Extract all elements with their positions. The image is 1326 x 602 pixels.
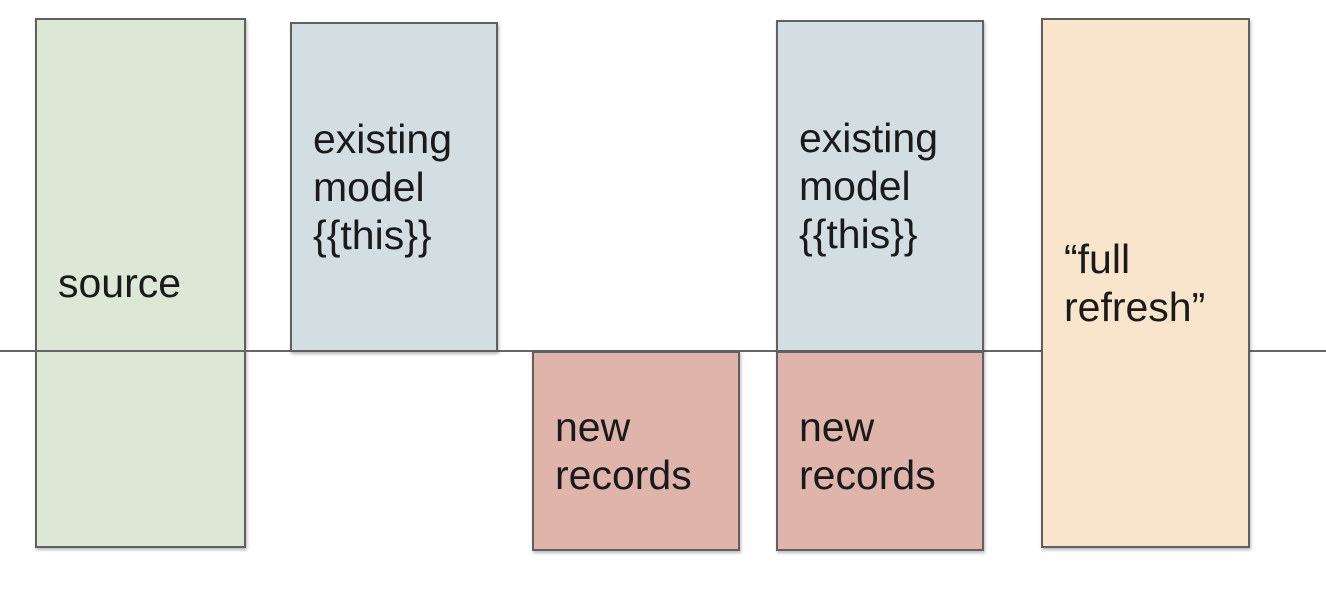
- existing-model-box-2: existing model {{this}}: [776, 20, 984, 352]
- new-records-label-2: new records: [799, 404, 936, 498]
- source-box: source: [35, 18, 246, 548]
- existing-model-box-1: existing model {{this}}: [290, 22, 498, 352]
- new-records-box-2: new records: [776, 351, 984, 551]
- full-refresh-label: “full refresh”: [1064, 236, 1206, 330]
- full-refresh-box: “full refresh”: [1041, 18, 1250, 548]
- existing-model-label-1: existing model {{this}}: [313, 116, 453, 258]
- source-label: source: [58, 260, 182, 306]
- existing-model-label-2: existing model {{this}}: [799, 115, 939, 257]
- new-records-label-1: new records: [555, 404, 692, 498]
- new-records-box-1: new records: [532, 351, 740, 551]
